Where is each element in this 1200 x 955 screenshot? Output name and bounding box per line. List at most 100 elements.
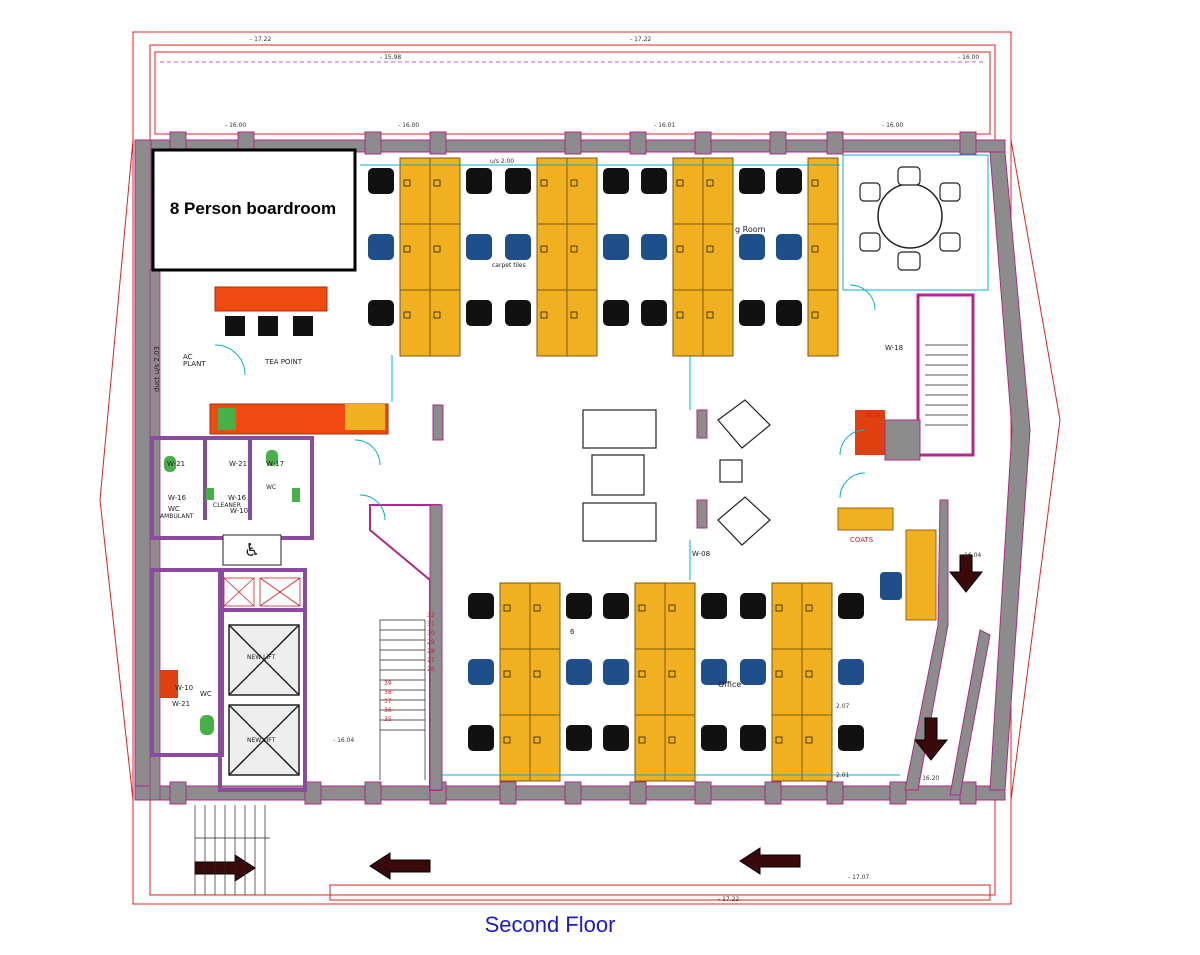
stair-number: 35 <box>384 716 392 723</box>
dim-us200: u/s 2.00 <box>490 158 515 165</box>
chair <box>740 659 766 685</box>
chair <box>776 300 802 326</box>
stair-number: 28 <box>427 648 435 655</box>
chair <box>466 168 492 194</box>
desk-outlet <box>503 670 511 678</box>
central-stair <box>369 504 443 791</box>
dim-top-3: - 15.98 <box>380 54 402 61</box>
dim-top-2: - 17.22 <box>630 36 652 43</box>
chair <box>603 234 629 260</box>
desk-outlet <box>811 245 819 253</box>
chair <box>701 725 727 751</box>
desk-outlet <box>805 736 813 744</box>
right-stair <box>855 293 975 461</box>
boardroom-box <box>151 148 357 272</box>
desk <box>801 714 833 782</box>
chair <box>739 234 765 260</box>
desk <box>566 157 598 225</box>
lounge-furniture <box>582 399 771 546</box>
chair <box>740 725 766 751</box>
room-label-ac-plant: AC PLANT <box>183 353 206 368</box>
chair <box>466 300 492 326</box>
chair <box>505 168 531 194</box>
chair <box>368 168 394 194</box>
svg-text:♿: ♿ <box>244 540 260 561</box>
desk <box>702 157 734 225</box>
desk-outlet <box>775 670 783 678</box>
stair-number: 31 <box>427 621 435 628</box>
dim-top-4: - 16.00 <box>958 54 980 61</box>
dim-top-1: - 17.22 <box>250 36 272 43</box>
desk <box>399 289 431 357</box>
chair <box>776 168 802 194</box>
desk-outlet <box>533 670 541 678</box>
dim-207: 2.07 <box>836 703 850 710</box>
chair <box>603 300 629 326</box>
chair <box>368 300 394 326</box>
chair <box>838 725 864 751</box>
desk-outlet <box>403 179 411 187</box>
window-piers-bottom <box>169 781 977 805</box>
desk-outlet <box>503 604 511 612</box>
chair <box>603 168 629 194</box>
room-label-wc-2: WC <box>266 484 277 491</box>
wall-tag-ambulant: AMBULANT <box>160 513 194 520</box>
desk-outlet <box>433 245 441 253</box>
desk <box>634 582 666 650</box>
room-label-riser: NEW <box>866 412 881 419</box>
dim-right-low: - 16.20 <box>918 775 940 782</box>
core-area <box>150 436 314 792</box>
window-pier <box>564 781 582 805</box>
desk-outlet <box>676 311 684 319</box>
chair <box>603 725 629 751</box>
room-label-meeting: g Room <box>735 225 766 234</box>
desk-outlet <box>668 670 676 678</box>
desk-outlet <box>403 245 411 253</box>
window-pier <box>959 781 977 805</box>
window-pier <box>959 131 977 155</box>
desk <box>536 157 568 225</box>
desk <box>672 289 704 357</box>
dim-row-1: - 16.00 <box>225 122 247 129</box>
chair <box>468 659 494 685</box>
accessible-sign <box>222 534 282 566</box>
desk-outlet <box>805 604 813 612</box>
stair-number: 29 <box>427 639 435 646</box>
wall-tag-w16a: W-16 <box>168 494 187 502</box>
toilet-fixtures <box>164 450 300 735</box>
desk <box>529 714 561 782</box>
room-label-wc-1: WC <box>168 505 180 513</box>
blue-chair-right <box>880 572 902 600</box>
chair <box>566 725 592 751</box>
desk <box>664 582 696 650</box>
desk-outlet <box>811 179 819 187</box>
wall-tag-w21a: W-21 <box>167 460 186 468</box>
window-pier <box>169 781 187 805</box>
desk <box>536 289 568 357</box>
desk-outlet <box>706 179 714 187</box>
wall-tag-w21c: W-21 <box>172 700 191 708</box>
desk <box>634 648 666 716</box>
wall-tag-w08: W-08 <box>692 550 711 558</box>
wall-tag-w10a: W-10 <box>230 507 249 515</box>
window-pier <box>694 781 712 805</box>
window-pier <box>629 781 647 805</box>
desk <box>664 648 696 716</box>
bottom-stair <box>194 805 270 895</box>
desk <box>399 223 431 291</box>
window-pier <box>826 781 844 805</box>
wall-tag-w21b: W-21 <box>229 460 248 468</box>
desk <box>702 223 734 291</box>
dim-left: - 16.04 <box>333 737 355 744</box>
desk-outlet <box>433 179 441 187</box>
window-pier <box>764 781 782 805</box>
lift-lobby-cross <box>223 577 301 607</box>
wall-tag-w17: W-17 <box>266 460 285 468</box>
stair-number: 32 <box>427 612 435 619</box>
chair <box>776 234 802 260</box>
room-label-new-lift-1: NEW LIFT <box>247 654 276 661</box>
desk <box>566 223 598 291</box>
chair <box>566 659 592 685</box>
desk-outlet <box>638 670 646 678</box>
dim-row-2: - 16.00 <box>398 122 420 129</box>
